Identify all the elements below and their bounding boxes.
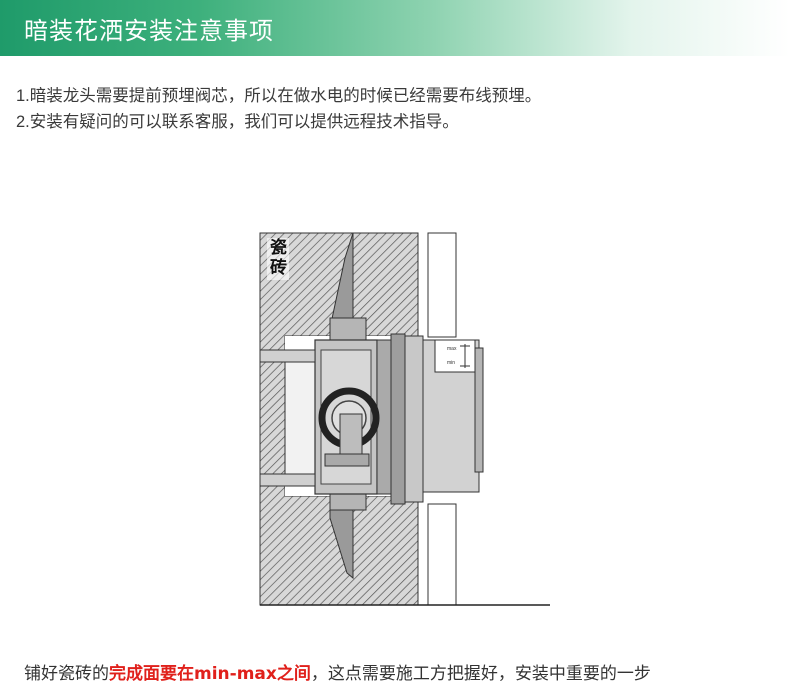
note-item: 1.暗装龙头需要提前预埋阀芯，所以在做水电的时候已经需要布线预埋。 xyxy=(16,87,542,105)
page-title: 暗装花洒安装注意事项 xyxy=(24,17,274,45)
tick-label: max xyxy=(447,346,457,352)
tile-layer-bottom xyxy=(427,503,457,606)
footer-suffix: ，这点需要施工方把握好，安装中重要的一步 xyxy=(310,664,651,684)
footer-highlight: 完成面要在min-max之间 xyxy=(109,664,311,684)
tile-layer-top xyxy=(427,232,457,338)
tick-label: min xyxy=(447,360,455,366)
notes-list: 1.暗装龙头需要提前预埋阀芯，所以在做水电的时候已经需要布线预埋。 2.安装有疑… xyxy=(16,83,541,135)
footer-prefix: 铺好瓷砖的 xyxy=(24,664,109,684)
title-banner: 暗装花洒安装注意事项 xyxy=(0,0,790,56)
installation-diagram: max min 瓷砖 xyxy=(255,228,555,610)
footer-note: 铺好瓷砖的完成面要在min-max之间，这点需要施工方把握好，安装中重要的一步 xyxy=(24,659,651,684)
note-item: 2.安装有疑问的可以联系客服，我们可以提供远程技术指导。 xyxy=(16,113,459,131)
wall-label: 瓷砖 xyxy=(270,238,287,278)
mounting-plate xyxy=(390,333,406,505)
